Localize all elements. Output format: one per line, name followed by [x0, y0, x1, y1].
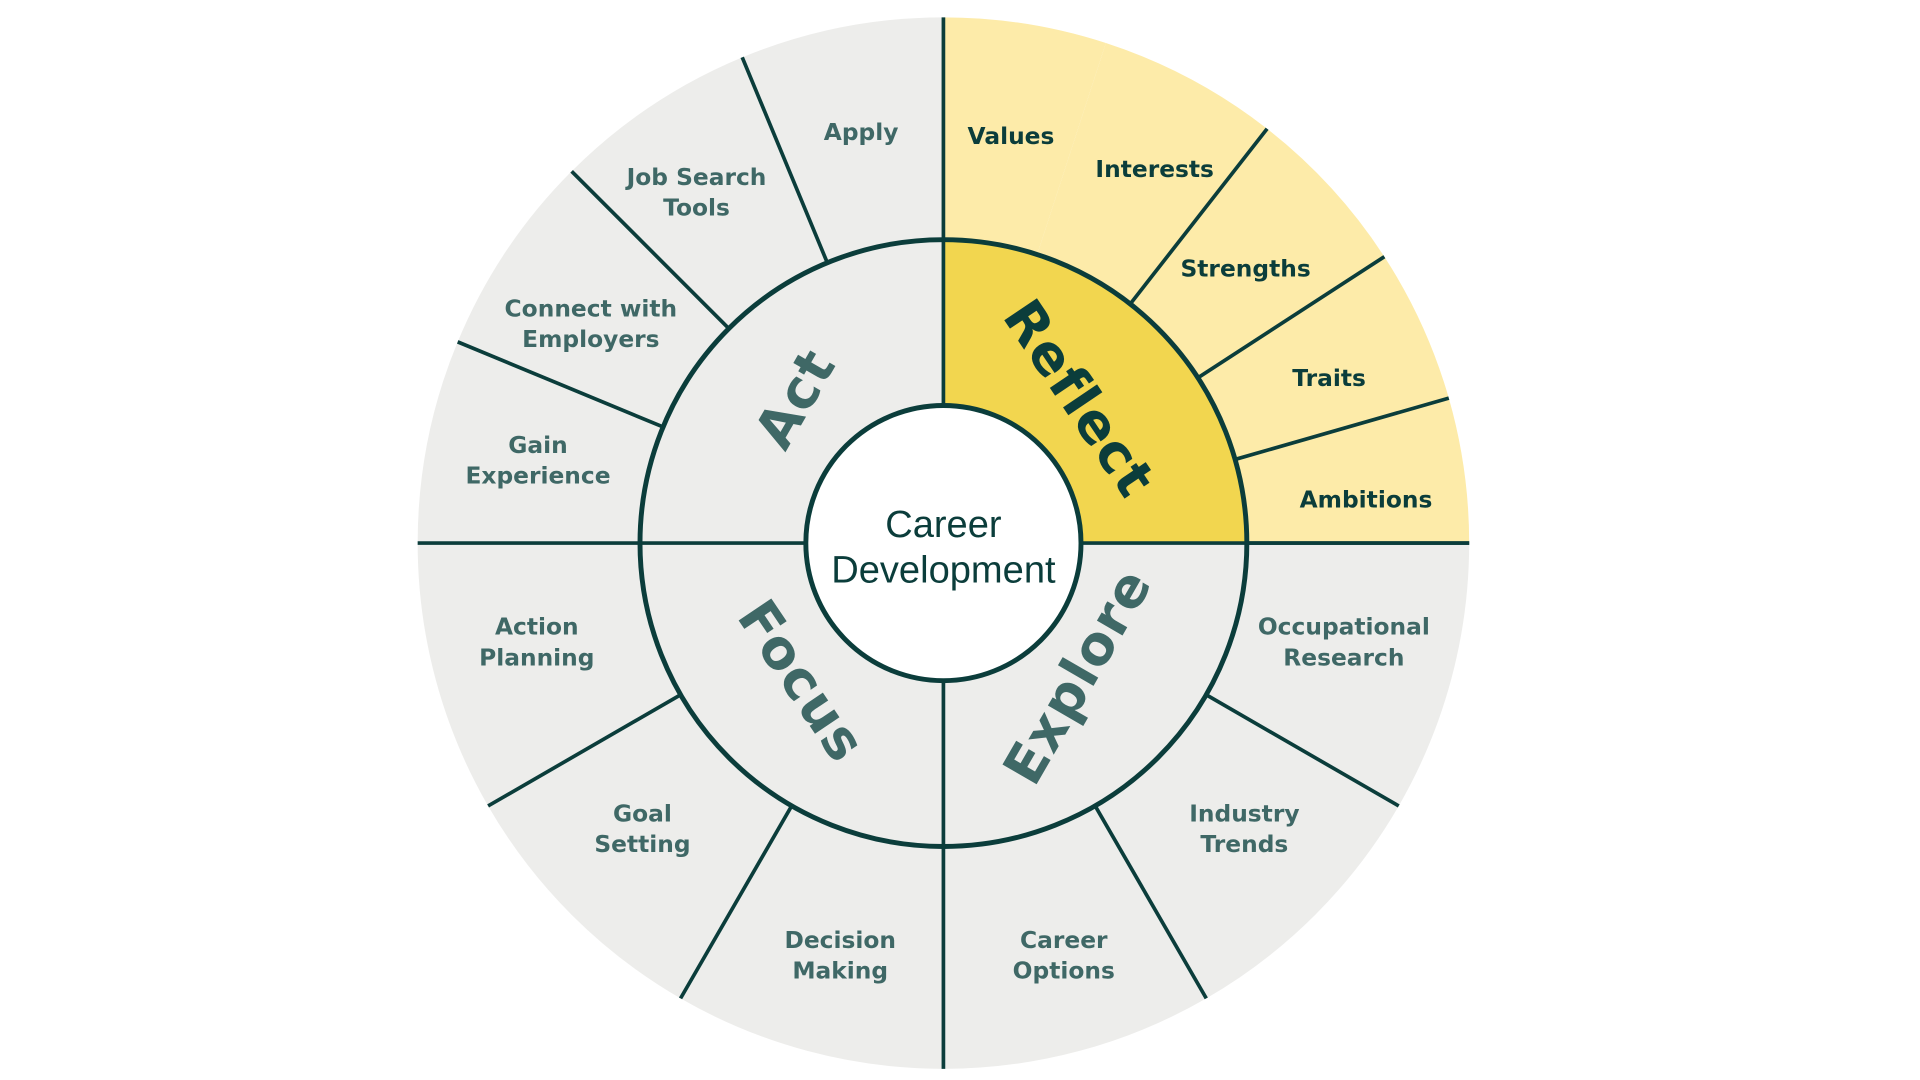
- sector-divider: [1205, 693, 1400, 808]
- sector-divider: [1093, 804, 1208, 1000]
- sector-label: Apply: [824, 118, 899, 146]
- sector-act-3[interactable]: [417, 341, 664, 544]
- sector-labels: ValuesInterestsStrengthsTraitsAmbitionsA…: [465, 118, 1432, 984]
- sector-act-1[interactable]: [571, 57, 828, 329]
- sector-reflect-3[interactable]: [1197, 256, 1449, 460]
- phase-segment-focus[interactable]: [640, 543, 944, 847]
- sector-label: Occupational: [1258, 613, 1430, 641]
- sector-reflect-1[interactable]: [1037, 43, 1268, 304]
- sector-divider: [456, 340, 664, 429]
- sector-label: Action: [495, 613, 579, 641]
- sector-label: Job Search: [625, 163, 767, 191]
- sector-label: Options: [1013, 957, 1115, 985]
- sector-focus-0[interactable]: [417, 543, 681, 806]
- phase-ring: [640, 239, 1247, 847]
- sector-divider: [740, 56, 830, 264]
- sector-label: Gain: [508, 431, 568, 459]
- sector-divider: [1128, 127, 1269, 306]
- sector-label: Industry: [1189, 799, 1299, 827]
- center-title-line-1: Career: [885, 504, 1002, 546]
- sector-label: Ambitions: [1300, 485, 1433, 513]
- sector-label: Planning: [479, 643, 594, 671]
- sector-divider: [487, 693, 682, 808]
- sector-label: Traits: [1292, 364, 1366, 392]
- sector-label: Setting: [594, 830, 690, 858]
- phase-segment-act[interactable]: [640, 239, 944, 544]
- sector-label: Values: [968, 122, 1055, 150]
- sector-label: Research: [1283, 643, 1404, 671]
- sector-divider: [1196, 255, 1386, 380]
- phase-segment-explore[interactable]: [943, 543, 1247, 847]
- sector-label: Connect with: [505, 294, 678, 322]
- sector-label: Goal: [613, 799, 672, 827]
- sector-reflect-2[interactable]: [1130, 128, 1385, 378]
- sector-label: Making: [792, 957, 888, 985]
- sector-act-0[interactable]: [742, 17, 944, 263]
- sector-label: Experience: [465, 461, 610, 489]
- sector-explore-2[interactable]: [1206, 543, 1470, 806]
- sector-explore-0[interactable]: [943, 805, 1207, 1069]
- sector-act-2[interactable]: [457, 171, 729, 427]
- sector-divider: [570, 170, 731, 330]
- center-title-line-2: Development: [831, 549, 1056, 591]
- sector-reflect-4[interactable]: [1235, 398, 1470, 544]
- sector-label: Decision: [784, 926, 896, 954]
- center-circle: [803, 403, 1084, 684]
- sector-label: Strengths: [1180, 255, 1310, 283]
- sector-focus-1[interactable]: [488, 694, 792, 999]
- sector-label: Tools: [663, 194, 730, 222]
- phase-segment-reflect[interactable]: [943, 239, 1247, 544]
- sector-label: Interests: [1095, 155, 1214, 183]
- sector-label: Career: [1020, 926, 1108, 954]
- sector-label: Employers: [522, 325, 659, 353]
- outer-sectors: [417, 17, 1470, 1069]
- sector-focus-2[interactable]: [680, 805, 944, 1069]
- sector-divider: [1234, 396, 1450, 462]
- sector-explore-1[interactable]: [1095, 694, 1399, 999]
- sector-label: Trends: [1200, 830, 1288, 858]
- sector-reflect-0[interactable]: [943, 17, 1106, 255]
- sector-divider: [678, 804, 794, 1000]
